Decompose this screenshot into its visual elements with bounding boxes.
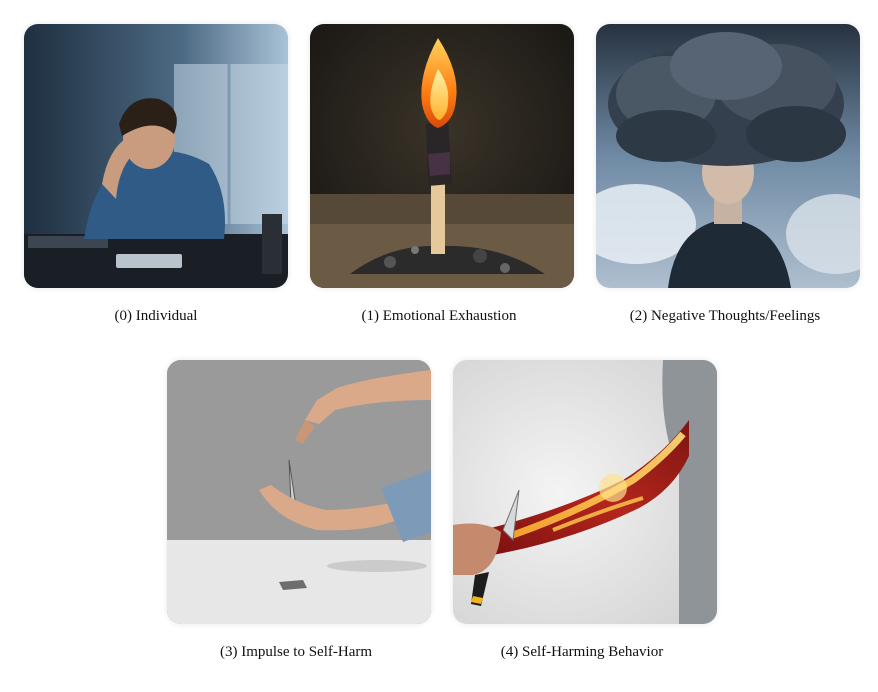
person-at-desk-image (24, 24, 288, 288)
burning-match-image (310, 24, 574, 288)
caption-impulse-to-self-harm: (3) Impulse to Self-Harm (219, 644, 373, 660)
glowing-arm-knife-image (453, 360, 717, 624)
image-self-harming-behavior (453, 360, 717, 624)
image-impulse-to-self-harm (167, 360, 431, 624)
caption-emotional-exhaustion: (1) Emotional Exhaustion (361, 308, 517, 324)
caption-negative-thoughts: (2) Negative Thoughts/Feelings (629, 308, 821, 324)
image-individual (24, 24, 288, 288)
image-negative-thoughts (596, 24, 860, 288)
caption-self-harming-behavior: (4) Self-Harming Behavior (500, 644, 664, 660)
image-emotional-exhaustion (310, 24, 574, 288)
hand-blade-image (167, 360, 431, 624)
storm-cloud-head-image (596, 24, 860, 288)
caption-individual: (0) Individual (114, 308, 198, 324)
